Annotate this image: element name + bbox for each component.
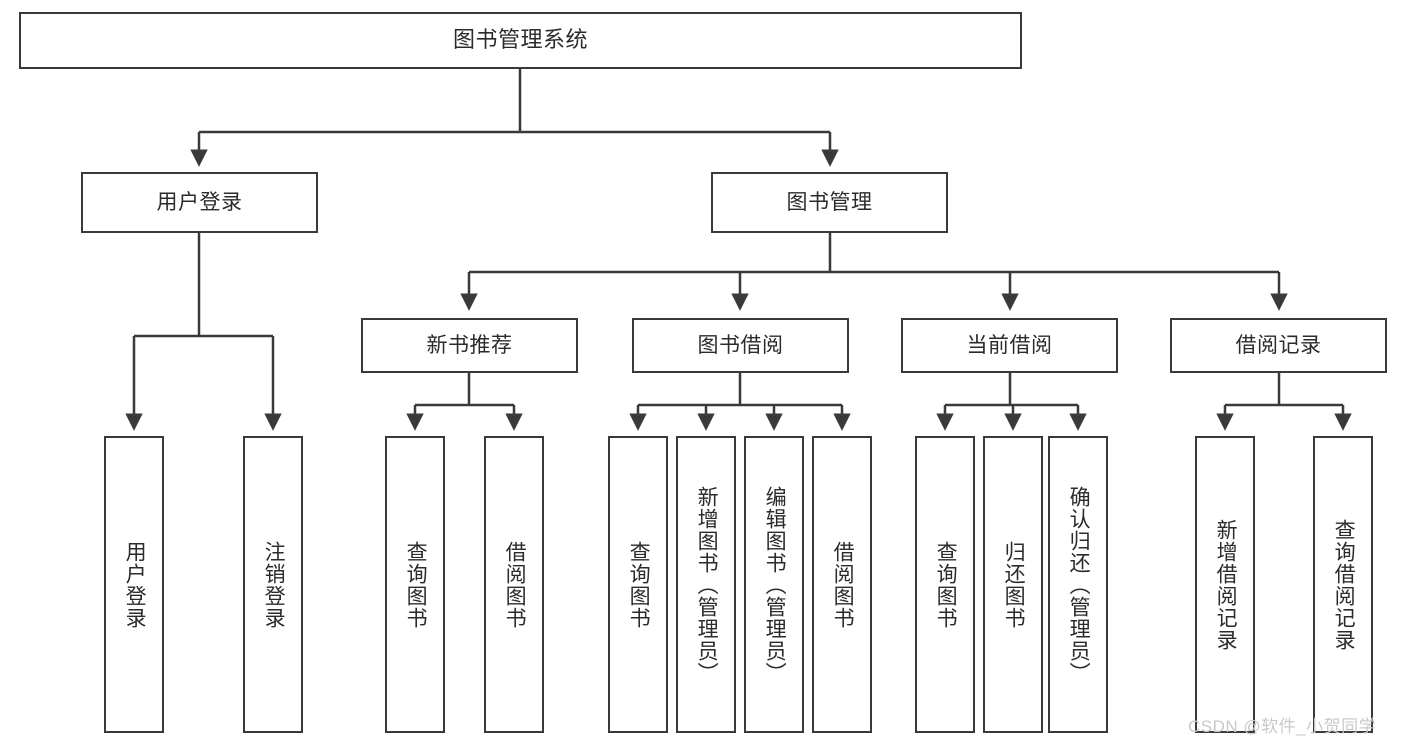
leaf-label: 查询图书: [627, 540, 651, 629]
leaf-borrow-record-query[interactable]: 查询借阅记录: [1313, 436, 1373, 733]
leaf-label: 借阅图书: [831, 540, 855, 629]
leaf-label: 新增借阅记录: [1214, 518, 1238, 651]
leaf-label: 用户登录: [123, 540, 147, 629]
leaf-user-login-logout[interactable]: 注销登录: [243, 436, 303, 733]
node-new-book-recommend[interactable]: 新书推荐: [361, 318, 578, 373]
leaf-label: 注销登录: [262, 540, 286, 629]
leaf-book-borrow-edit[interactable]: 编辑图书（管理员）: [744, 436, 804, 733]
csdn-watermark: CSDN @软件_小贺同学: [1188, 717, 1377, 736]
leaf-label: 借阅图书: [503, 540, 527, 629]
node-root-label: 图书管理系统: [452, 27, 588, 53]
leaf-label: 查询图书: [934, 540, 958, 629]
leaf-current-borrow-confirm-return[interactable]: 确认归还（管理员）: [1048, 436, 1108, 733]
node-current-borrow[interactable]: 当前借阅: [901, 318, 1118, 373]
leaf-label: 编辑图书（管理员）: [763, 485, 787, 684]
leaf-current-borrow-query[interactable]: 查询图书: [915, 436, 975, 733]
node-current-borrow-label: 当前借阅: [966, 333, 1053, 357]
leaf-label: 查询借阅记录: [1332, 518, 1356, 651]
leaf-label: 查询图书: [404, 540, 428, 629]
leaf-book-borrow-borrow[interactable]: 借阅图书: [812, 436, 872, 733]
node-book-management-label: 图书管理: [786, 190, 873, 214]
leaf-user-login-login[interactable]: 用户登录: [104, 436, 164, 733]
leaf-label: 归还图书: [1002, 540, 1026, 629]
node-book-management[interactable]: 图书管理: [711, 172, 948, 233]
node-user-login-label: 用户登录: [156, 190, 243, 214]
leaf-borrow-record-add[interactable]: 新增借阅记录: [1195, 436, 1255, 733]
node-book-borrow-label: 图书借阅: [697, 333, 784, 357]
leaf-new-book-borrow[interactable]: 借阅图书: [484, 436, 544, 733]
node-borrow-record[interactable]: 借阅记录: [1170, 318, 1387, 373]
leaf-new-book-query[interactable]: 查询图书: [385, 436, 445, 733]
leaf-book-borrow-add[interactable]: 新增图书（管理员）: [676, 436, 736, 733]
leaf-current-borrow-return[interactable]: 归还图书: [983, 436, 1043, 733]
node-new-book-recommend-label: 新书推荐: [426, 333, 513, 357]
leaf-label: 确认归还（管理员）: [1067, 485, 1091, 684]
leaf-book-borrow-query[interactable]: 查询图书: [608, 436, 668, 733]
node-book-borrow[interactable]: 图书借阅: [632, 318, 849, 373]
leaf-label: 新增图书（管理员）: [695, 485, 719, 684]
node-root[interactable]: 图书管理系统: [19, 12, 1022, 69]
node-user-login[interactable]: 用户登录: [81, 172, 318, 233]
node-borrow-record-label: 借阅记录: [1235, 333, 1322, 357]
